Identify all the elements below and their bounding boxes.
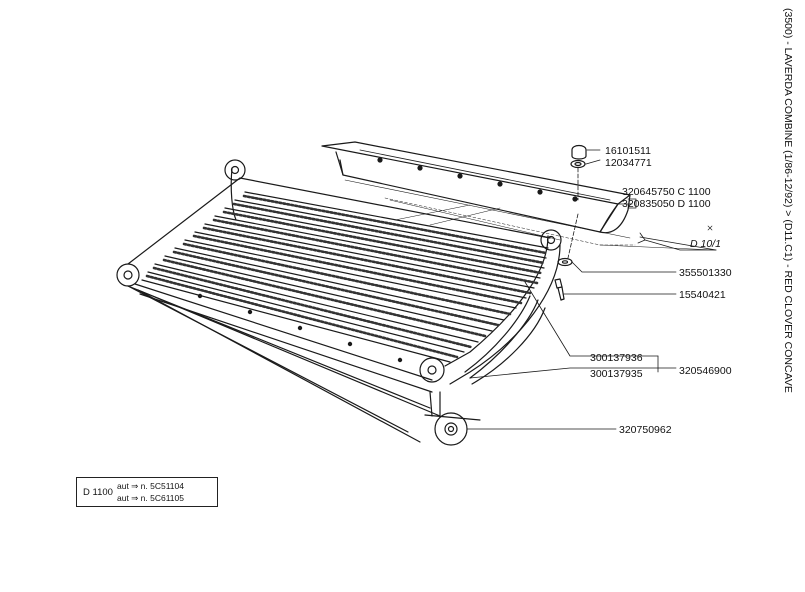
label-320645750: 320645750 C 1100	[622, 186, 711, 198]
diagram-title: (3500) - LAVERDA COMBINE (1/86-12/92) > …	[782, 8, 794, 393]
lower-frame	[127, 285, 481, 446]
concave-body	[116, 159, 562, 393]
serial-note-box: D 1100 aut ⇒ n. 5C51104 aut ⇒ n. 5C61105	[76, 477, 218, 507]
label-320546900: 320546900	[679, 365, 732, 377]
wear-strips	[464, 295, 546, 385]
leader-lines	[466, 149, 717, 430]
label-12034771: 12034771	[605, 157, 652, 169]
label-320750962: 320750962	[619, 424, 672, 436]
top-cover-plate	[321, 141, 716, 251]
hardware-stack	[554, 144, 587, 301]
label-300137936: 300137936	[590, 352, 643, 364]
label-16101511: 16101511	[605, 145, 651, 157]
label-15540421: 15540421	[679, 289, 726, 301]
note-line-1: aut ⇒ n. 5C51104	[117, 481, 184, 491]
part-labels: 16101511 12034771 320645750 C 1100 32083…	[590, 145, 732, 436]
label-320835050: 320835050 D 1100	[622, 198, 711, 210]
label-300137935: 300137935	[590, 368, 643, 380]
note-line-2: aut ⇒ n. 5C61105	[117, 493, 184, 503]
reference-d10-1: D 10/1	[690, 238, 721, 250]
label-355501330: 355501330	[679, 267, 732, 279]
note-model: D 1100	[83, 487, 113, 498]
